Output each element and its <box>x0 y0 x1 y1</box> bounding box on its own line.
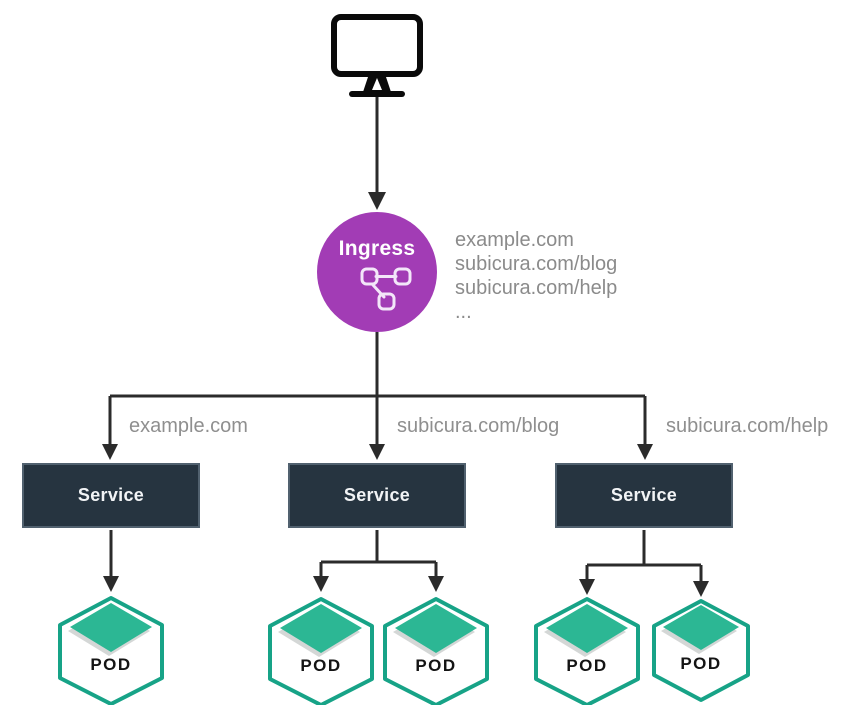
pod-hexagon-1 <box>58 596 164 705</box>
branch-host-label-example: example.com <box>129 415 248 437</box>
ingress-to-services-connectors <box>102 332 653 460</box>
pod-hexagon-4 <box>534 597 640 705</box>
ingress-node <box>317 212 437 332</box>
pod-hexagon-2 <box>268 597 374 705</box>
service-box-3: Service <box>555 463 733 528</box>
service-label: Service <box>610 485 678 505</box>
service-label: Service <box>343 485 411 505</box>
pod-label-1: POD <box>90 655 132 674</box>
ingress-route-list: example.com subicura.com/blog subicura.c… <box>455 228 617 324</box>
pod-hexagon-5 <box>652 599 750 702</box>
service1-to-pods-connectors <box>103 530 119 592</box>
service-label: Service <box>77 485 145 505</box>
route-item: subicura.com/blog <box>455 253 618 275</box>
route-item: ... <box>455 301 472 323</box>
pod-label-3: POD <box>415 656 457 675</box>
branch-host-label-blog: subicura.com/blog <box>397 415 560 437</box>
branch-host-label-help: subicura.com/help <box>666 415 829 437</box>
pod-hexagon-3 <box>383 597 489 705</box>
service3-to-pods-connectors <box>579 530 709 597</box>
ingress-label: Ingress <box>338 237 416 260</box>
route-network-icon <box>360 267 412 311</box>
monitor-icon <box>331 14 423 97</box>
pod-label-4: POD <box>566 656 608 675</box>
service2-to-pods-connectors <box>313 530 444 592</box>
service-box-2: Service <box>288 463 466 528</box>
client-to-ingress-arrow <box>368 97 386 210</box>
route-item: example.com <box>455 229 574 251</box>
route-item: subicura.com/help <box>455 277 618 299</box>
pod-label-2: POD <box>300 656 342 675</box>
service-box-1: Service <box>22 463 200 528</box>
pod-label-5: POD <box>680 654 722 673</box>
